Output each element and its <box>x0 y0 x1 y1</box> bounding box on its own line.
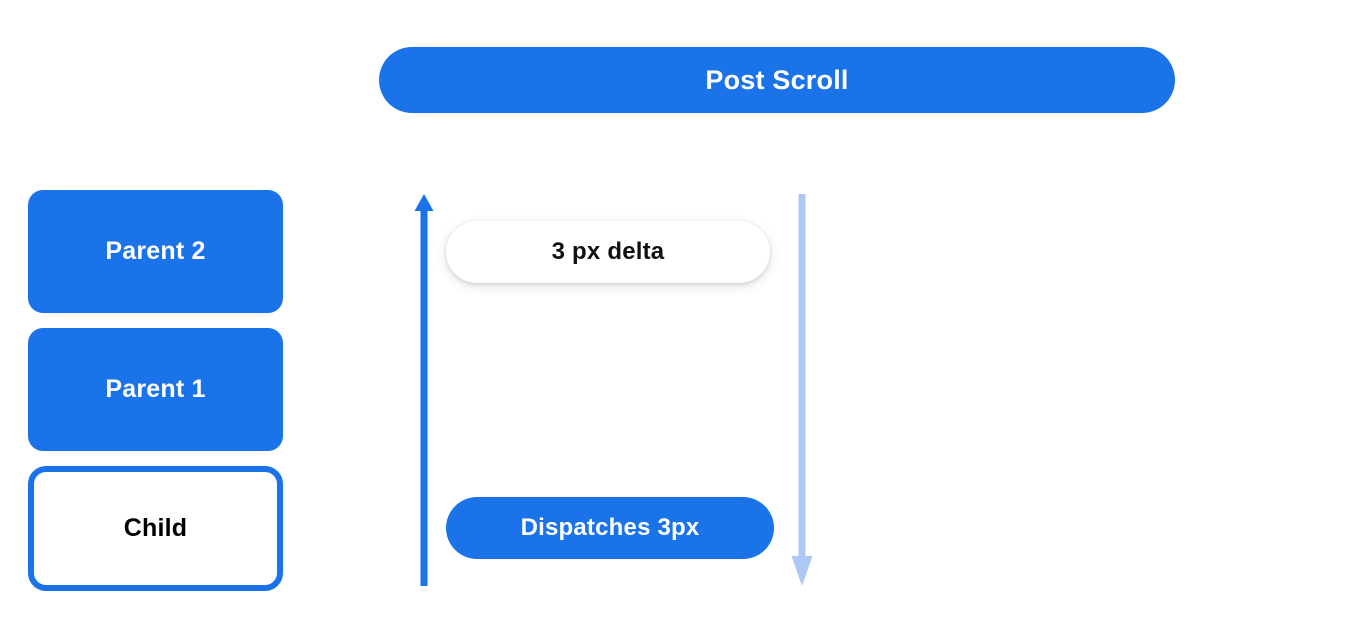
stack-box-parent-1: Parent 1 <box>28 328 283 451</box>
delta-pill-label: 3 px delta <box>551 238 665 265</box>
stack-box-parent-2: Parent 2 <box>28 190 283 313</box>
scroll-down-arrow-icon <box>791 194 813 586</box>
scroll-up-arrow-icon <box>414 194 434 586</box>
element-stack: Parent 2 Parent 1 Child <box>28 190 283 591</box>
stack-box-child: Child <box>28 466 283 591</box>
dispatch-pill-label: Dispatches 3px <box>520 514 700 541</box>
delta-pill: 3 px delta <box>446 221 770 283</box>
post-scroll-banner: Post Scroll <box>379 47 1175 113</box>
banner-title: Post Scroll <box>705 64 849 95</box>
stack-box-parent-1-label: Parent 1 <box>105 375 206 403</box>
stack-box-child-label: Child <box>123 514 188 542</box>
dispatch-pill: Dispatches 3px <box>446 497 774 559</box>
stack-box-parent-2-label: Parent 2 <box>105 237 206 265</box>
